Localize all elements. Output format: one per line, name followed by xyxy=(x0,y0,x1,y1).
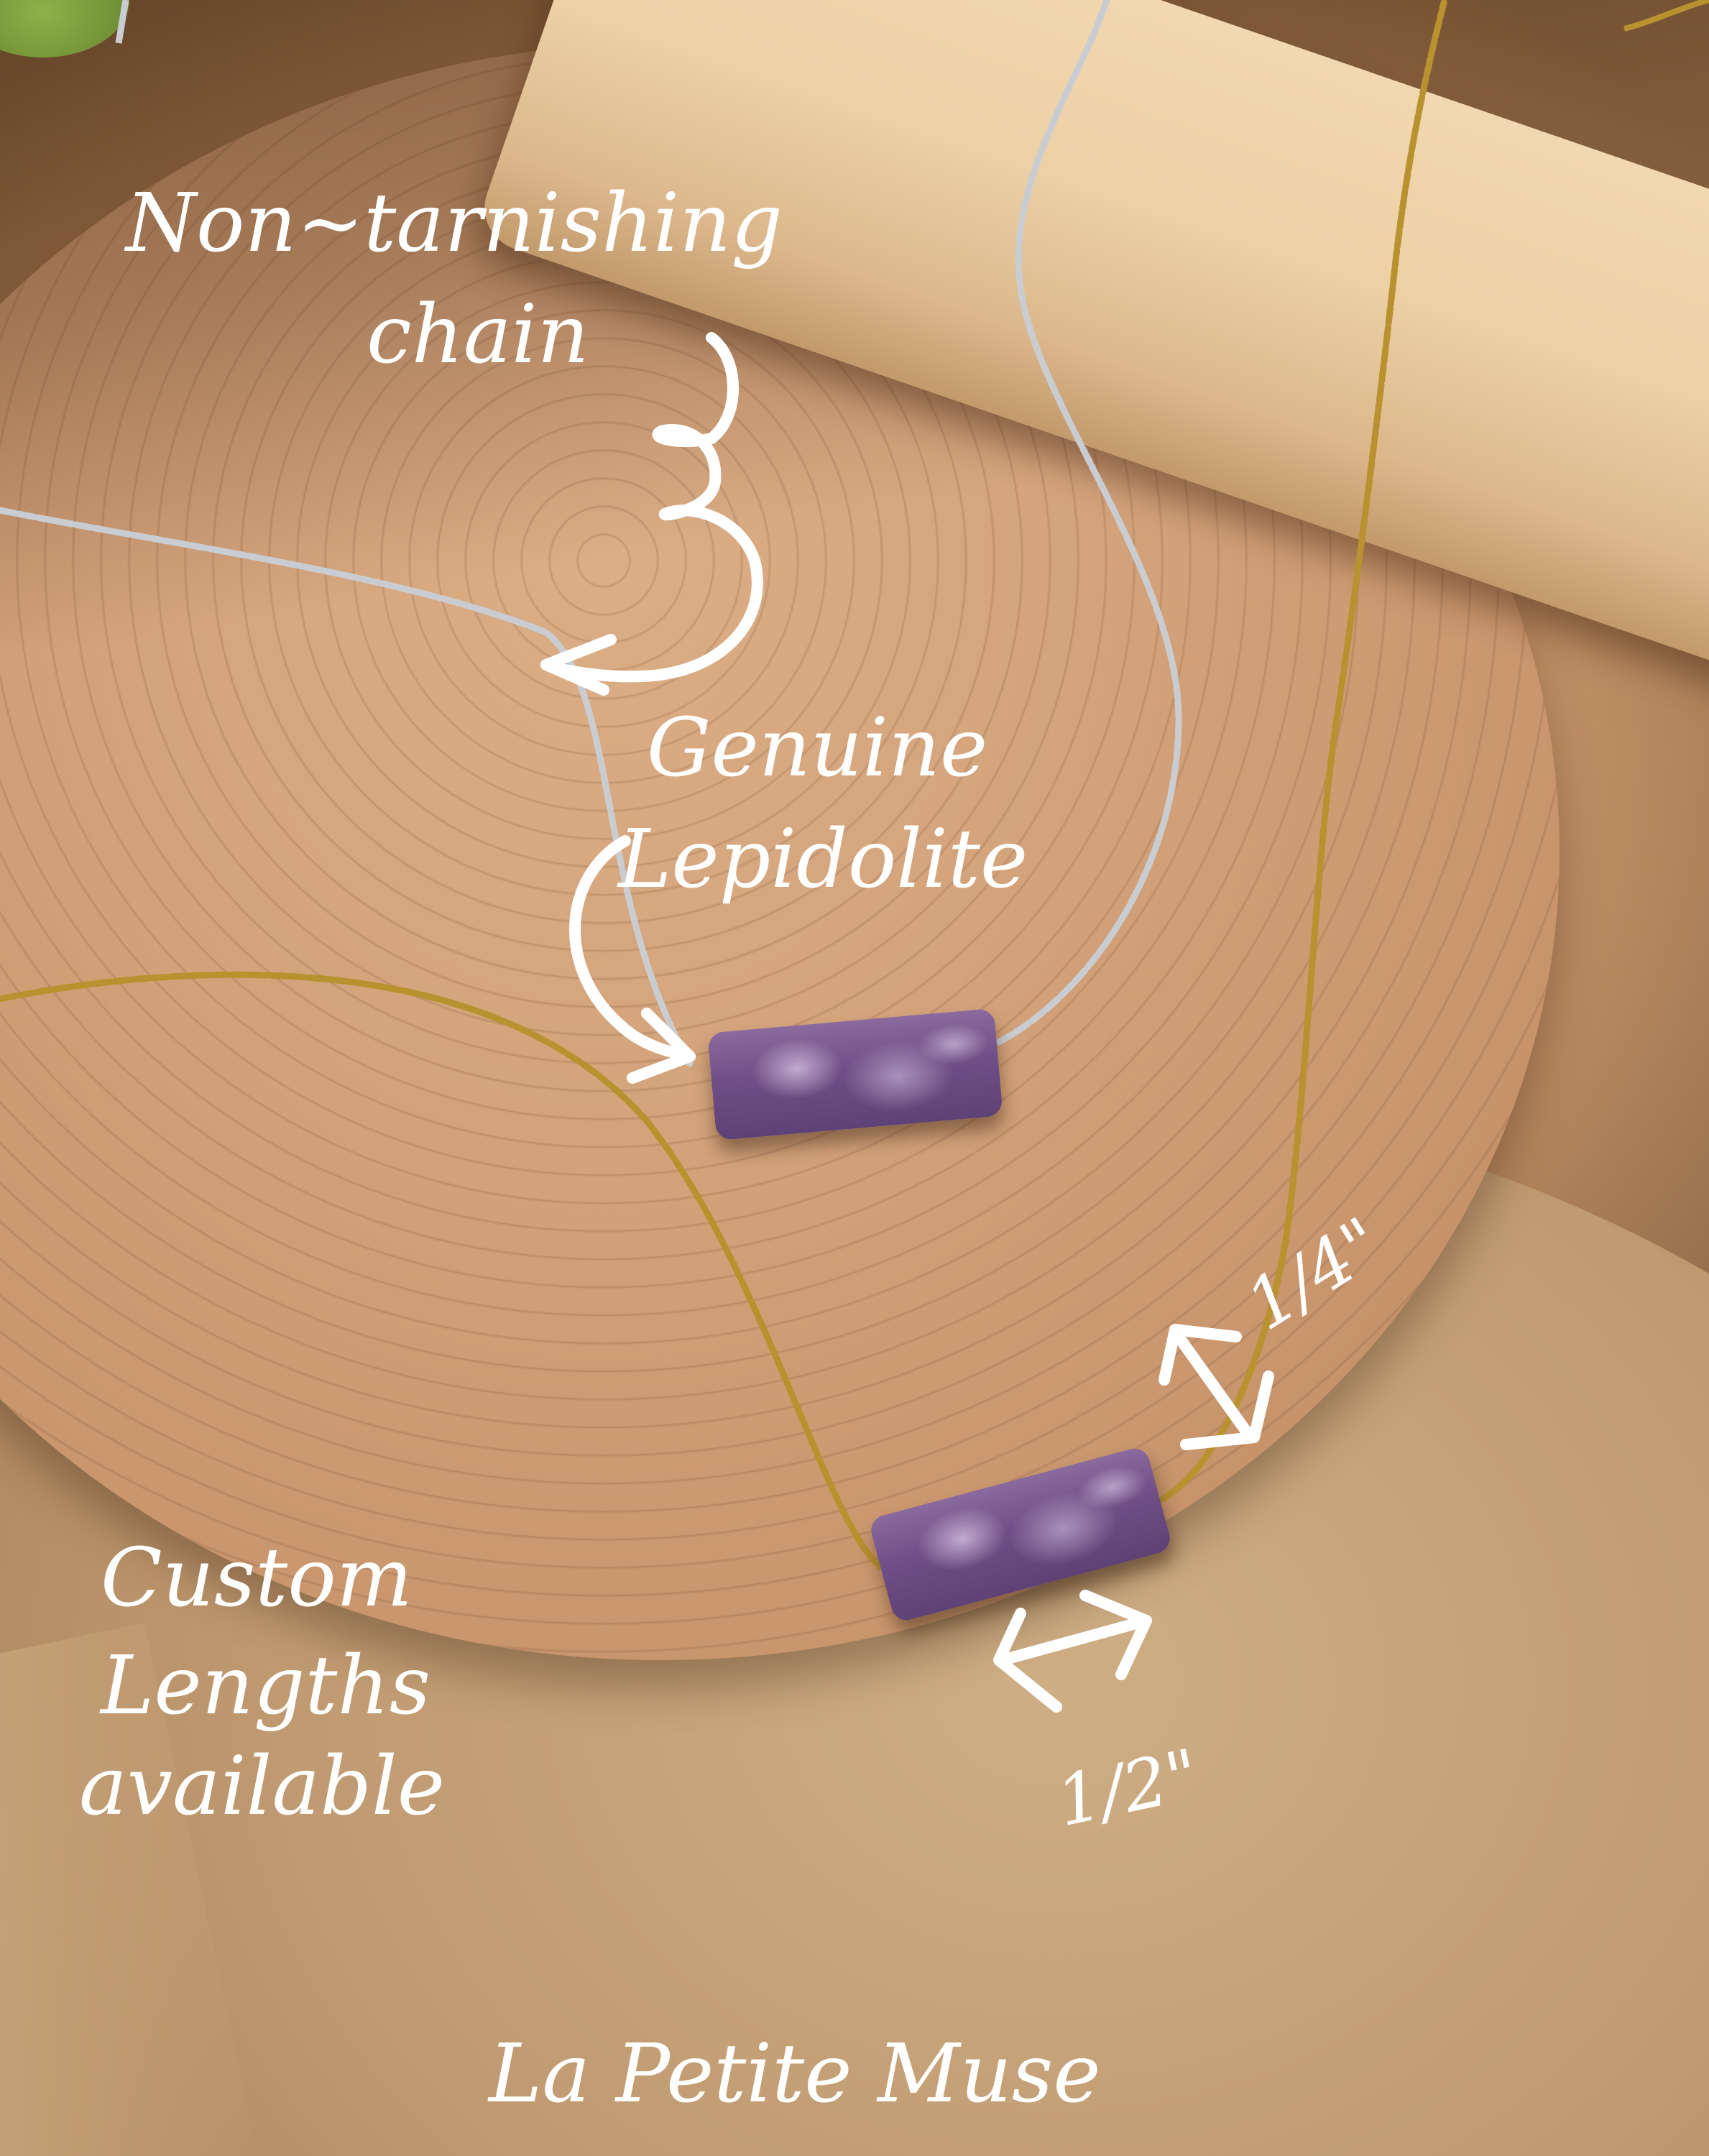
annotation-stone-line-1: Genuine xyxy=(647,701,988,795)
gold-chain xyxy=(0,0,1448,1570)
annotation-chain-line-2: chain xyxy=(367,288,589,382)
annotation-custom-line-1: Custom xyxy=(101,1531,413,1625)
annotation-custom-line-3: available xyxy=(79,1740,446,1833)
annotation-custom-line-2: Lengths xyxy=(101,1639,431,1733)
brand-watermark: La Petite Muse xyxy=(489,2027,1101,2121)
annotation-stone-line-2: Lepidolite xyxy=(618,813,1028,906)
annotation-chain-line-1: Non~tarnishing xyxy=(126,177,783,270)
